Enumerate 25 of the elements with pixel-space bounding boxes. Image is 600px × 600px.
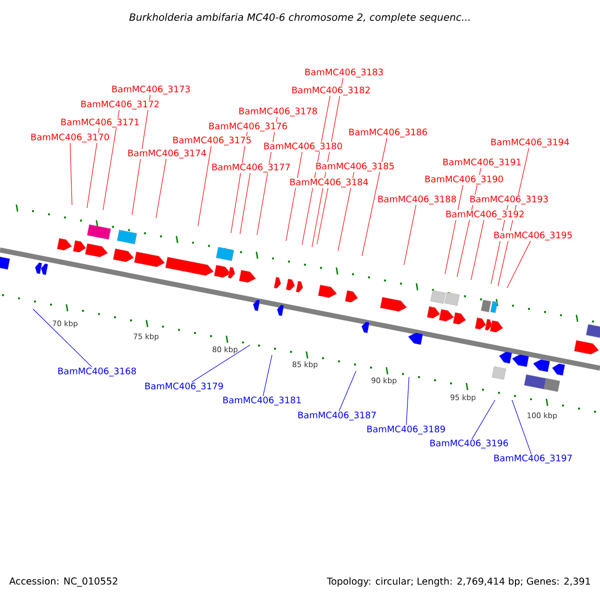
gene-label: BamMC406_3196 <box>428 439 510 449</box>
leader-line <box>191 344 250 383</box>
leader-line <box>240 172 251 234</box>
leader-line <box>86 127 100 208</box>
leader-line <box>512 400 532 455</box>
leader-line <box>444 184 464 274</box>
leader-line <box>406 376 410 426</box>
leader-line <box>286 151 302 242</box>
leader-line <box>506 240 531 288</box>
leader-line <box>156 158 166 218</box>
leader-line <box>404 204 416 266</box>
leader-line <box>198 145 212 226</box>
leader-line <box>32 308 93 368</box>
genome-info-text: Topology: circular; Length: 2,769,414 bp; Genes: 2,391 <box>326 577 590 587</box>
leader-line <box>338 370 356 412</box>
leader-line <box>262 354 272 397</box>
leader-line <box>70 142 72 206</box>
leader-line <box>471 400 496 440</box>
title: Burkholderia ambifaria MC40-6 chromosome 2, complete sequenc... <box>129 13 470 23</box>
leader-line <box>102 109 120 210</box>
leader-line <box>316 187 328 244</box>
gene-label: BamMC406_3181 <box>222 396 302 406</box>
accession-text: Accession: NC_010552 <box>9 577 118 587</box>
leader-line <box>470 219 484 280</box>
leader-line <box>362 137 388 256</box>
